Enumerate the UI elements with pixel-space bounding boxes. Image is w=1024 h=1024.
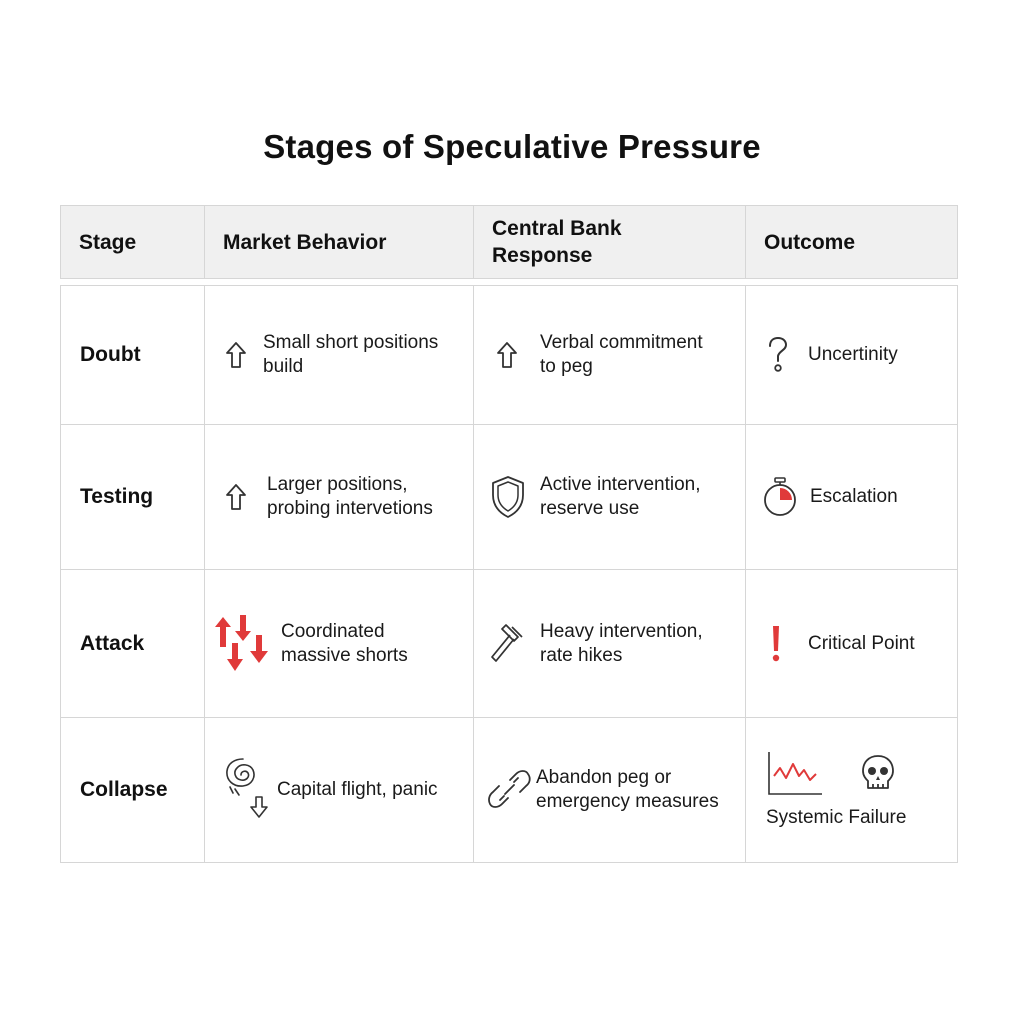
- skull-icon: [860, 754, 896, 794]
- central-bank-response-cell: Verbal commitment to peg: [474, 286, 746, 424]
- outcome-stack: Systemic Failure: [746, 750, 906, 830]
- hammer-icon: [488, 621, 528, 667]
- up-arrow-icon: [223, 483, 249, 511]
- table-row-testing: Testing Larger positions, probing interv…: [61, 425, 957, 570]
- table-body: Doubt Small short positions build Verbal…: [60, 285, 958, 863]
- header-stage: Stage: [61, 206, 205, 278]
- market-behavior-cell: Small short positions build: [205, 286, 474, 424]
- red-arrows-icon: [213, 613, 271, 675]
- stage-cell: Testing: [61, 425, 205, 569]
- stopwatch-icon: [762, 476, 798, 518]
- page-title: Stages of Speculative Pressure: [263, 128, 761, 165]
- table-row-attack: Attack Coordinated massive shorts Heavy …: [61, 570, 957, 718]
- up-arrow-icon: [223, 341, 249, 369]
- central-bank-response-cell: Active intervention, reserve use: [474, 425, 746, 569]
- outcome-text: Escalation: [810, 486, 898, 507]
- outcome-text: Systemic Failure: [766, 807, 907, 828]
- table-row-doubt: Doubt Small short positions build Verbal…: [61, 286, 957, 425]
- header-outcome: Outcome: [764, 230, 856, 254]
- stage-cell: Doubt: [61, 286, 205, 424]
- header-central-bank-response-label: Central Bank Response: [492, 217, 622, 267]
- central-bank-response-cell: Abandon peg or emergency measures: [474, 718, 746, 862]
- outcome-text: Critical Point: [808, 632, 915, 654]
- market-behavior-text: Coordinated massive shorts: [281, 620, 408, 666]
- stage-cell: Attack: [61, 570, 205, 717]
- outcome-text: Uncertinity: [808, 344, 898, 365]
- central-bank-response-text: Verbal commitment to peg: [540, 332, 703, 377]
- market-behavior-cell: Coordinated massive shorts: [205, 570, 474, 717]
- market-behavior-text: Small short positions build: [263, 332, 439, 377]
- up-arrow-icon: [494, 341, 520, 369]
- outcome-cell: Critical Point: [746, 570, 956, 717]
- market-behavior-cell: Larger positions, probing intervetions: [205, 425, 474, 569]
- header-market-behavior: Market Behavior: [205, 206, 474, 278]
- header-central-bank-response: Central Bank Response: [474, 206, 746, 278]
- outcome-cell: Uncertinity: [746, 286, 956, 424]
- stages-table: Stage Market Behavior Central Bank Respo…: [60, 205, 958, 863]
- outcome-cell: Systemic Failure: [746, 718, 956, 862]
- stage-cell: Collapse: [61, 718, 205, 862]
- spiral-down-icon: [219, 757, 273, 823]
- shield-icon: [490, 475, 526, 519]
- market-behavior-cell: Capital flight, panic: [205, 718, 474, 862]
- outcome-icons: [766, 750, 906, 798]
- broken-chain-icon: [488, 766, 532, 814]
- table-row-collapse: Collapse Capital flight, panic Abandon p…: [61, 718, 957, 862]
- central-bank-response-text: Active intervention, reserve use: [540, 474, 701, 519]
- central-bank-response-text: Abandon peg or emergency measures: [536, 767, 719, 812]
- market-behavior-text: Capital flight, panic: [277, 779, 438, 800]
- central-bank-response-cell: Heavy intervention, rate hikes: [474, 570, 746, 717]
- market-behavior-text: Larger positions, probing intervetions: [267, 474, 433, 519]
- exclamation-icon: [766, 624, 786, 664]
- falling-chart-icon: [766, 750, 824, 798]
- central-bank-response-text: Heavy intervention, rate hikes: [540, 620, 703, 666]
- table-header: Stage Market Behavior Central Bank Respo…: [60, 205, 958, 279]
- question-mark-icon: [764, 335, 792, 375]
- outcome-cell: Escalation: [746, 425, 956, 569]
